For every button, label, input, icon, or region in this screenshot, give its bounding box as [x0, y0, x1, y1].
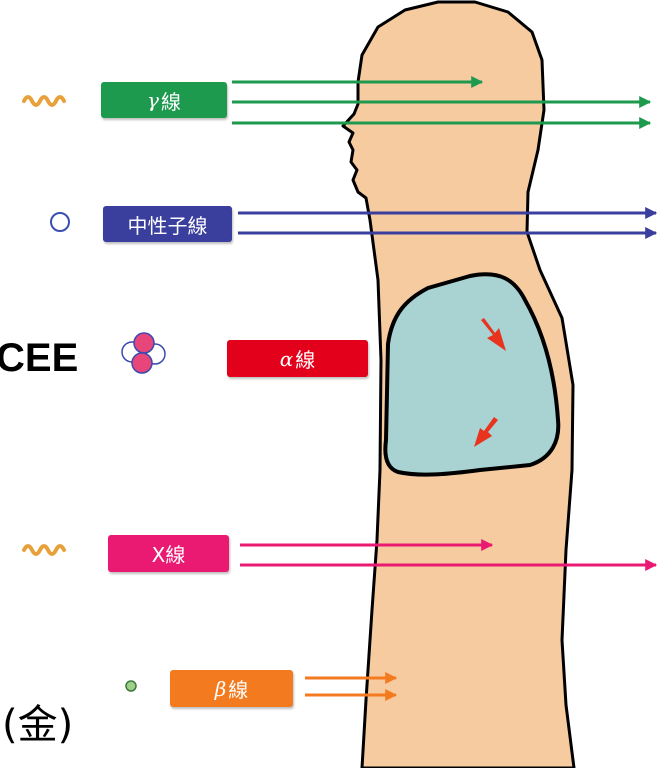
alpha-particle-icon [122, 333, 165, 373]
beta-dot-icon [126, 681, 136, 691]
cut-off-left-text: CEE [0, 336, 78, 381]
xray-wave-icon [24, 546, 64, 554]
neutron-circle-icon [51, 213, 69, 231]
gamma-wave-icon [24, 97, 64, 105]
xray-label: X線 [108, 535, 229, 572]
neutron-ray-label: 中性子線 [103, 206, 232, 242]
beta-symbol: β [215, 677, 227, 701]
alpha-label-text: 線 [295, 344, 315, 373]
cut-off-bottom-text: (金) [2, 692, 73, 750]
gamma-label-text: 線 [161, 86, 181, 115]
neutron-label-text: 中性子線 [128, 210, 208, 239]
gamma-symbol: γ [147, 88, 159, 112]
beta-label-text: 線 [228, 674, 248, 703]
xray-label-text: X線 [152, 539, 186, 568]
alpha-symbol: α [280, 347, 294, 371]
